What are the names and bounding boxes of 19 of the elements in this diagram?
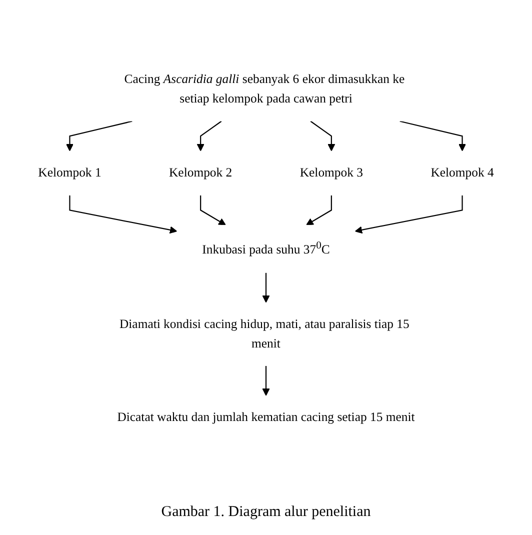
node-text: Inkubasi pada suhu 37$^{0}$C <box>202 239 330 258</box>
node-text: Kelompok 1 <box>38 166 102 180</box>
arrow <box>400 120 466 152</box>
node-text: Kelompok 2 <box>169 166 232 180</box>
node-text: Kelompok 4 <box>430 166 494 180</box>
arrow <box>262 366 270 396</box>
arrow <box>66 120 132 152</box>
arrow <box>306 195 332 226</box>
arrow <box>69 195 178 234</box>
arrow <box>310 120 336 152</box>
arrow <box>262 272 270 303</box>
arrow <box>354 195 463 234</box>
figure-caption: Gambar 1. Diagram alur penelitian <box>161 504 371 521</box>
node-text: Dicatat waktu dan jumlah kematian cacing setiap 15 menit <box>117 410 415 424</box>
arrow <box>200 195 226 226</box>
node-text: Kelompok 3 <box>300 166 363 180</box>
node-text: Diamati kondisi cacing hidup, mati, atau paralisis tiap 15 menit <box>119 318 410 350</box>
arrow <box>196 120 222 152</box>
node-text: Cacing Ascaridia galli sebanyak 6 ekor dimasukkan ke setiap kelompok pada cawan petri <box>124 73 405 106</box>
